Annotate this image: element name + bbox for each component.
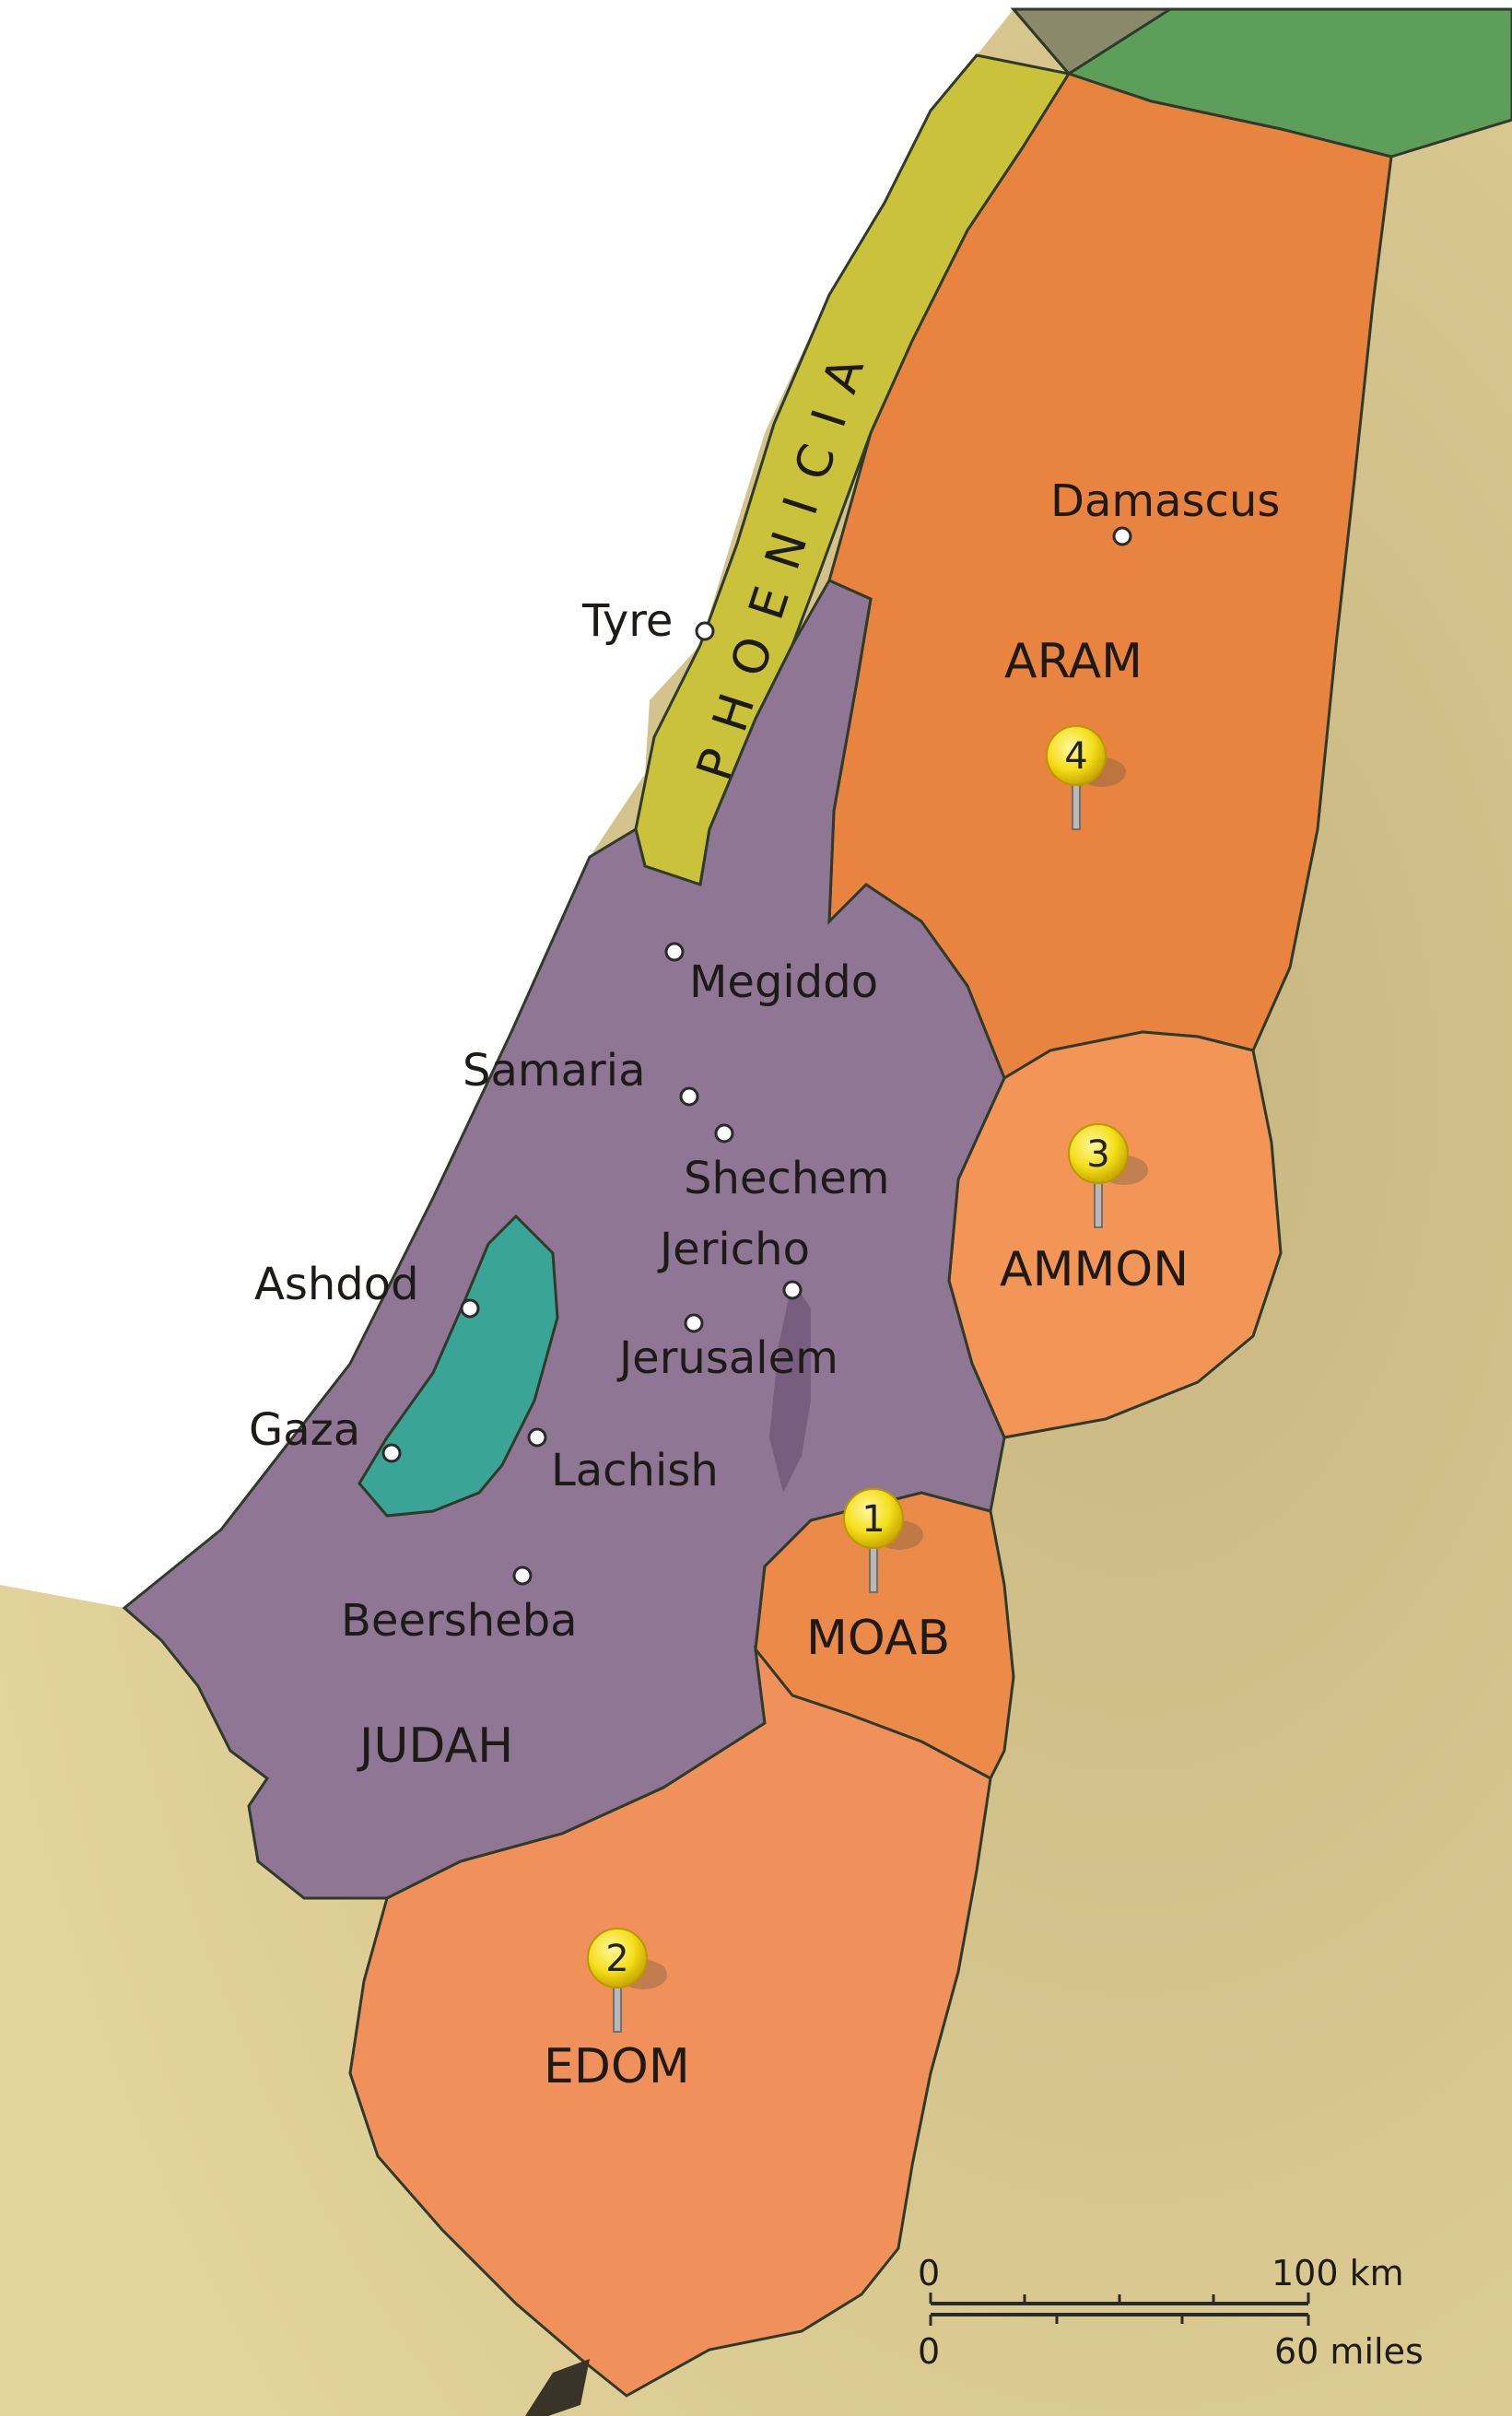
label-jericho: Jericho bbox=[657, 1224, 810, 1275]
label-beersheba: Beersheba bbox=[341, 1595, 578, 1647]
pin-3-number: 3 bbox=[1086, 1133, 1109, 1176]
city-dot-jericho[interactable] bbox=[782, 1280, 803, 1300]
scale-bar: 0 100 km 0 60 miles bbox=[918, 2253, 1424, 2372]
city-dot-jerusalem[interactable] bbox=[684, 1313, 704, 1333]
label-ashdod: Ashdod bbox=[254, 1259, 419, 1310]
dead-sea bbox=[769, 1281, 811, 1493]
label-jerusalem: Jerusalem bbox=[616, 1332, 838, 1384]
label-moab: MOAB bbox=[806, 1611, 950, 1666]
scale-km-label: 100 km bbox=[1272, 2253, 1404, 2293]
city-dot-shechem[interactable] bbox=[714, 1123, 734, 1143]
label-samaria: Samaria bbox=[463, 1045, 646, 1097]
region-edom bbox=[348, 1644, 992, 2398]
pin-2-number: 2 bbox=[605, 1938, 628, 1980]
scale-km-zero: 0 bbox=[918, 2253, 940, 2293]
pin-1-number: 1 bbox=[861, 1498, 885, 1541]
city-dot-samaria[interactable] bbox=[679, 1086, 699, 1107]
scale-mi-label: 60 miles bbox=[1274, 2331, 1424, 2372]
city-dot-lachish[interactable] bbox=[527, 1427, 547, 1448]
city-dot-tyre[interactable] bbox=[695, 621, 715, 641]
label-gaza: Gaza bbox=[249, 1404, 360, 1456]
city-dot-megiddo[interactable] bbox=[664, 942, 685, 962]
gulf-aqaba bbox=[525, 2359, 590, 2416]
city-dot-beersheba[interactable] bbox=[512, 1566, 533, 1586]
region-philistia bbox=[357, 1214, 559, 1518]
city-dots bbox=[381, 526, 1132, 1586]
label-edom: EDOM bbox=[544, 2039, 690, 2094]
map-pin-1[interactable]: 1 bbox=[843, 1488, 923, 1593]
label-lachish: Lachish bbox=[551, 1445, 719, 1496]
region-north-grey bbox=[1010, 7, 1176, 76]
city-dot-ashdod[interactable] bbox=[460, 1298, 480, 1319]
label-shechem: Shechem bbox=[684, 1153, 890, 1204]
pin-4-number: 4 bbox=[1064, 735, 1087, 778]
city-dot-gaza[interactable] bbox=[381, 1443, 402, 1463]
city-dot-damascus[interactable] bbox=[1112, 526, 1132, 546]
label-aram: ARAM bbox=[1004, 634, 1143, 689]
label-megiddo: Megiddo bbox=[689, 956, 878, 1008]
label-tyre: Tyre bbox=[581, 595, 673, 647]
label-damascus: Damascus bbox=[1050, 475, 1280, 527]
map-pin-2[interactable]: 2 bbox=[587, 1928, 667, 2033]
label-judah: JUDAH bbox=[357, 1718, 513, 1774]
label-ammon: AMMON bbox=[1000, 1242, 1189, 1297]
map-pin-4[interactable]: 4 bbox=[1046, 725, 1126, 830]
map-pin-3[interactable]: 3 bbox=[1068, 1123, 1148, 1228]
scale-mi-zero: 0 bbox=[918, 2331, 940, 2372]
